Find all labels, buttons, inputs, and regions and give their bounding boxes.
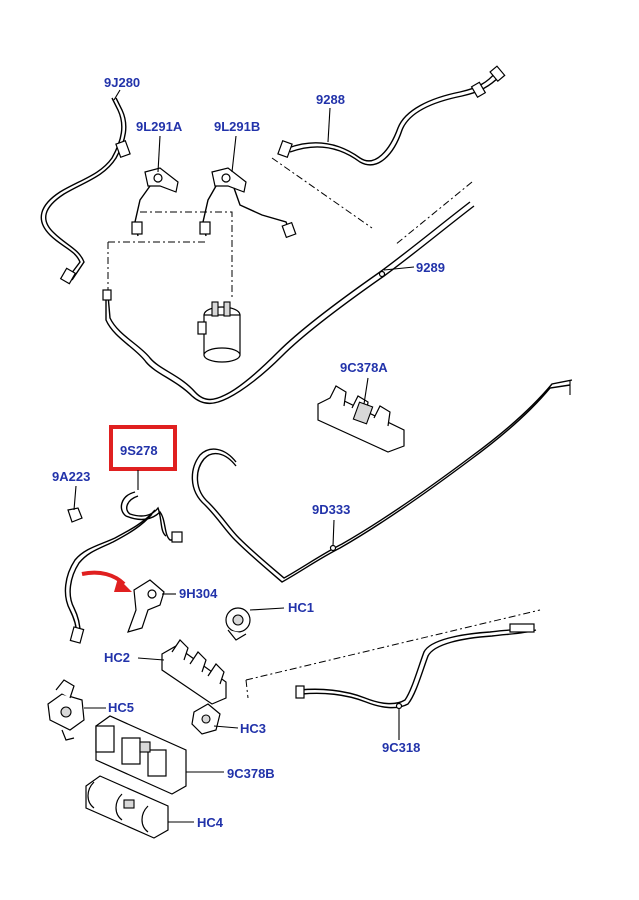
label-9S278[interactable]: 9S278 — [120, 443, 158, 458]
part-HC3-clip — [191, 703, 239, 735]
part-HC5-clip — [47, 679, 106, 741]
part-9S278-hose — [64, 491, 183, 644]
label-9L291B[interactable]: 9L291B — [214, 119, 260, 134]
label-9L291A[interactable]: 9L291A — [136, 119, 183, 134]
label-9A223[interactable]: 9A223 — [52, 469, 90, 484]
part-9A223-clip — [67, 485, 83, 523]
label-9J280[interactable]: 9J280 — [104, 75, 140, 90]
label-9C378B[interactable]: 9C378B — [227, 766, 275, 781]
part-9288-hose — [277, 65, 506, 166]
label-9H304[interactable]: 9H304 — [179, 586, 218, 601]
part-9289-line — [102, 201, 475, 405]
label-9C378A[interactable]: 9C378A — [340, 360, 388, 375]
label-HC2[interactable]: HC2 — [104, 650, 130, 665]
part-HC2-clip — [137, 639, 227, 705]
label-HC5[interactable]: HC5 — [108, 700, 134, 715]
label-HC1[interactable]: HC1 — [288, 600, 314, 615]
canister-filter — [197, 301, 241, 363]
part-9C378A-clip — [317, 377, 405, 453]
part-HC4-clip — [85, 775, 194, 839]
red-arrow-icon — [81, 570, 132, 592]
label-9D333[interactable]: 9D333 — [312, 502, 350, 517]
part-9C318-line — [295, 623, 537, 740]
label-9289[interactable]: 9289 — [416, 260, 445, 275]
part-9L291A-bracket — [131, 135, 179, 237]
highlight-box-9S278 — [109, 425, 177, 471]
label-9288[interactable]: 9288 — [316, 92, 345, 107]
label-9C318[interactable]: 9C318 — [382, 740, 420, 755]
label-HC4[interactable]: HC4 — [197, 815, 224, 830]
part-9D333-line — [191, 379, 573, 583]
part-HC1-clip — [225, 607, 285, 641]
part-9L291B-bracket — [199, 135, 297, 239]
label-HC3[interactable]: HC3 — [240, 721, 266, 736]
part-9J280-hose — [40, 89, 131, 285]
part-9C378B-clip — [95, 715, 224, 795]
part-9H304-bracket — [127, 579, 176, 633]
